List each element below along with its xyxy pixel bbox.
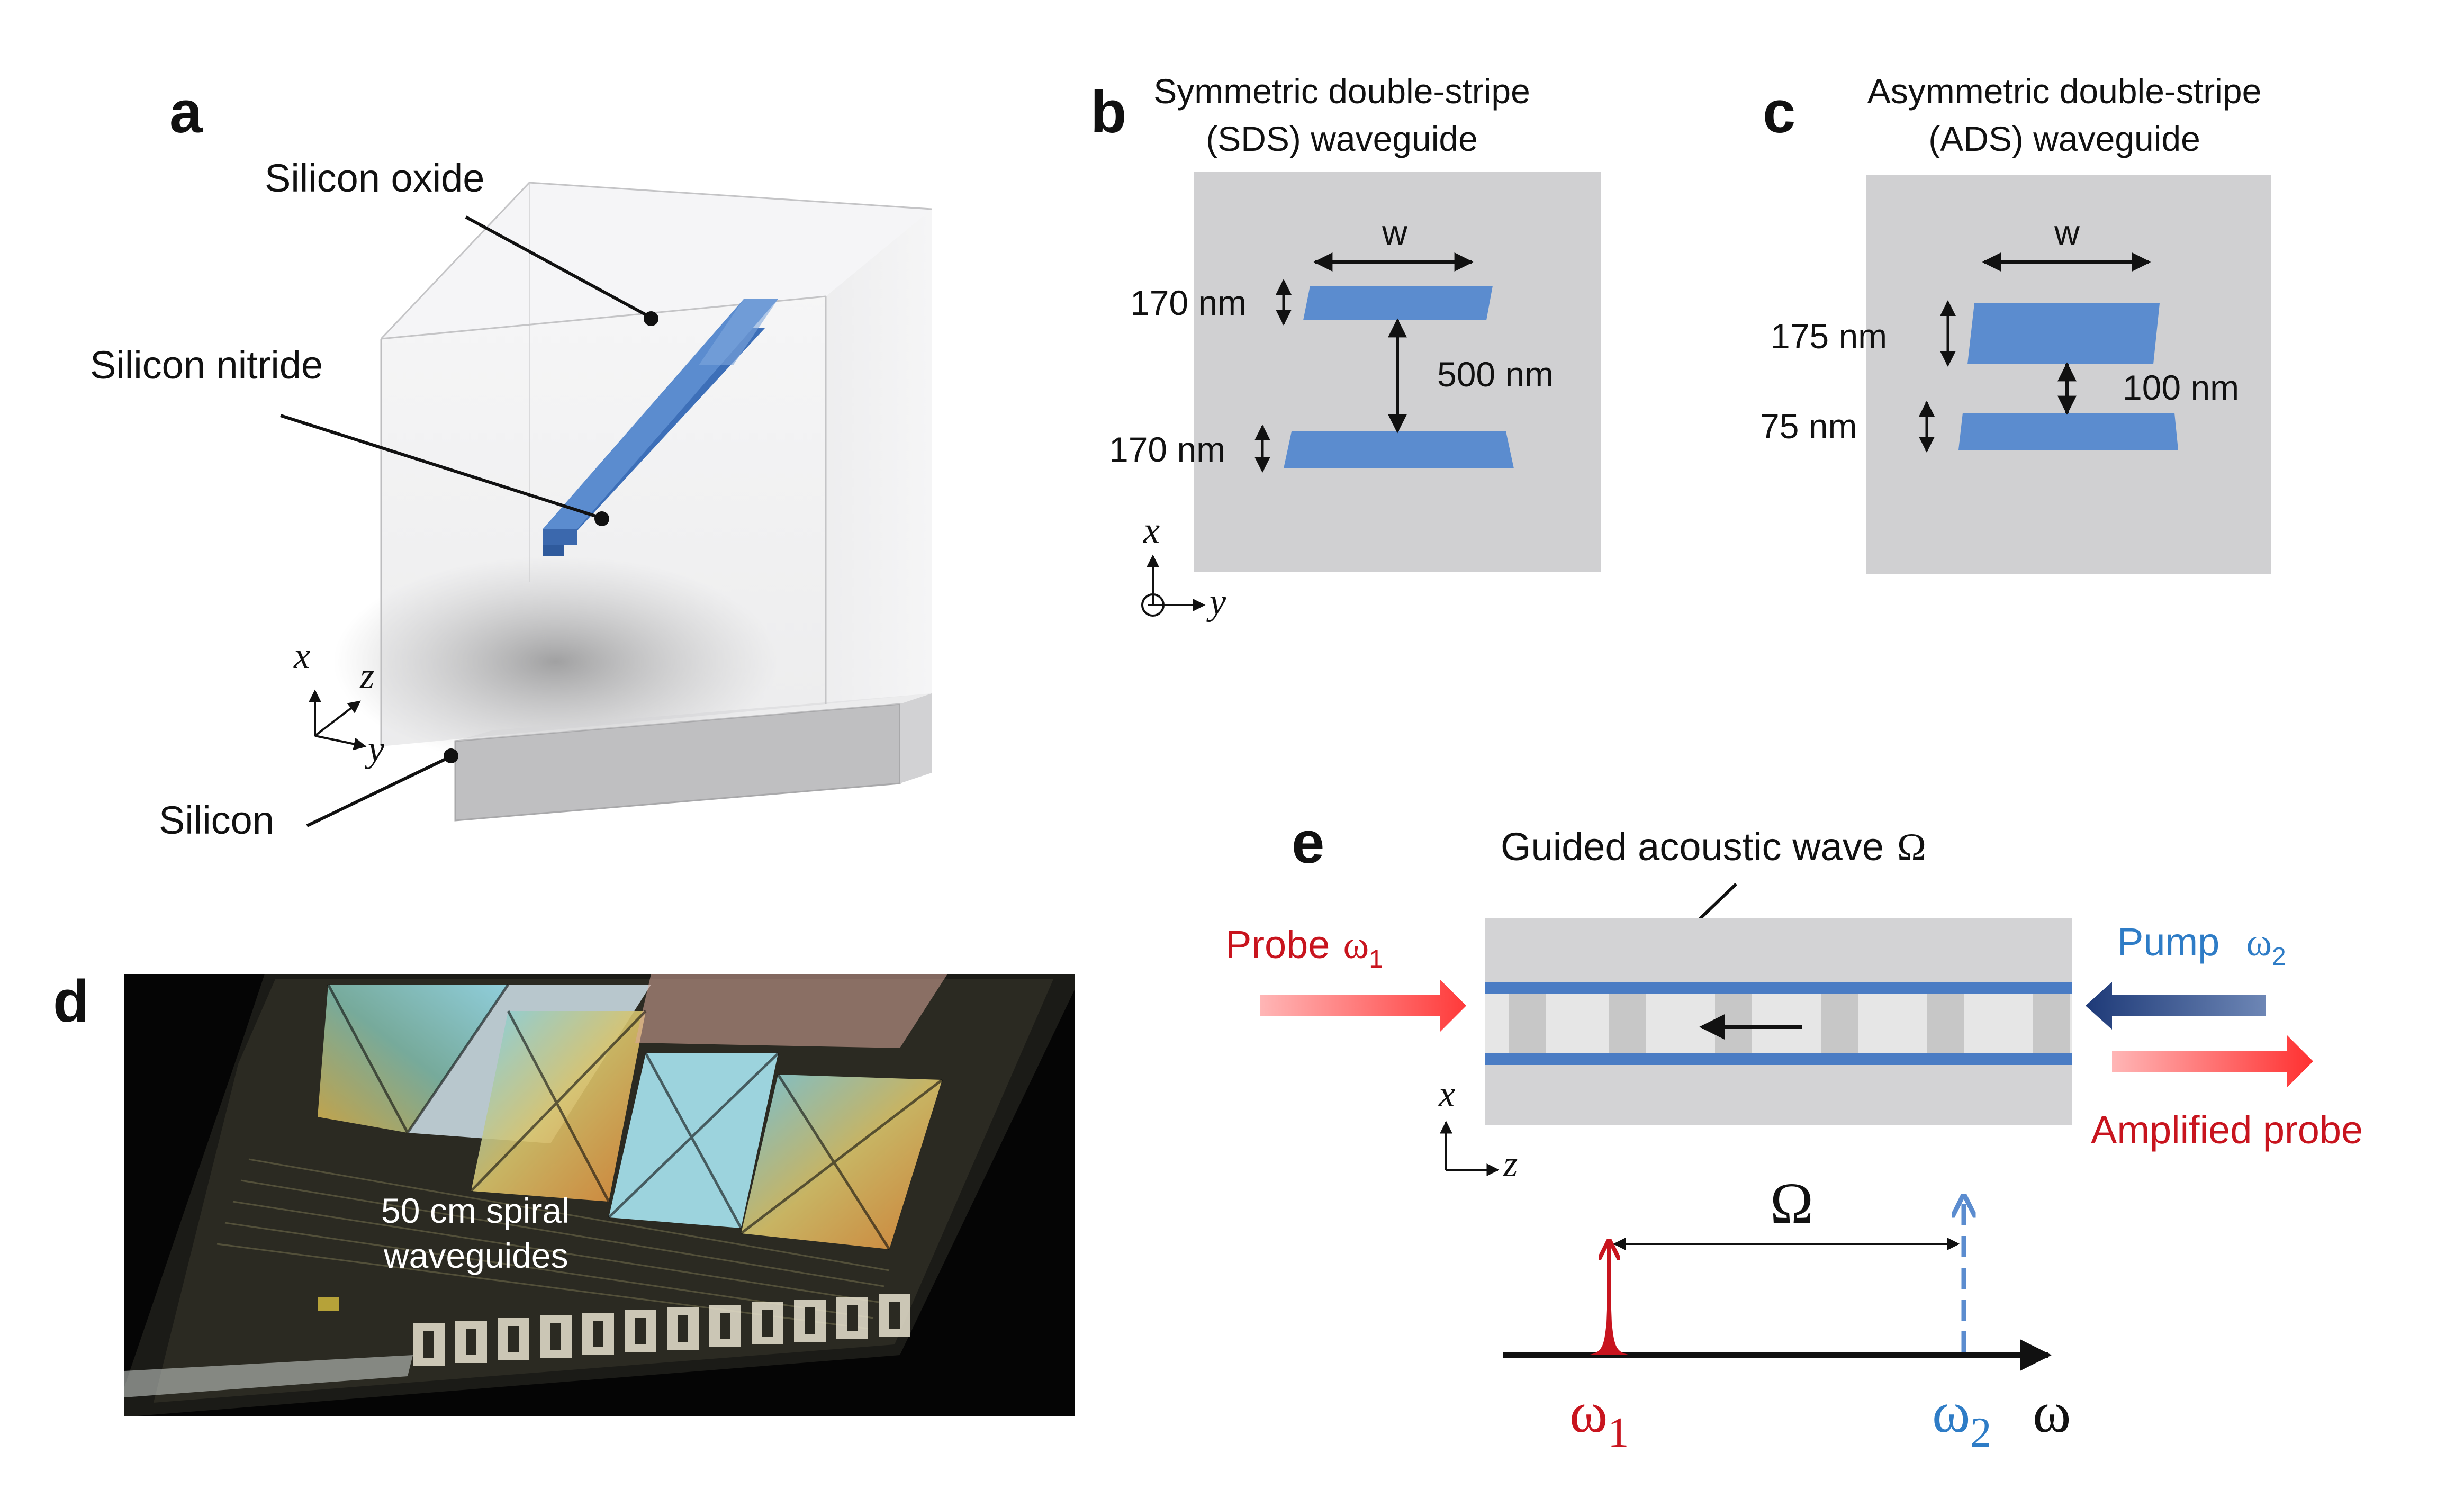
silicon-nitride-label: Silicon nitride <box>90 343 323 387</box>
silicon-nitride-dot <box>594 511 609 526</box>
chip-caption-line1: 50 cm spiral <box>381 1191 570 1230</box>
panel-d: d <box>53 968 1075 1416</box>
waveguide-top-stripe <box>1485 982 2072 994</box>
panel-a-axes: x z y <box>293 636 385 770</box>
pump-arrow <box>2086 982 2266 1030</box>
silicon-dot <box>444 748 458 763</box>
ads-top-stripe <box>1967 303 2160 364</box>
acoustic-wave-pattern <box>1509 992 2070 1056</box>
silicon-oxide-dot <box>644 311 658 326</box>
silicon-substrate <box>454 693 932 822</box>
ads-title-line1: Asymmetric double-stripe <box>1867 71 2262 111</box>
panel-a: a <box>90 79 932 842</box>
sds-axis-x-label: x <box>1143 510 1160 551</box>
waveguide-strip <box>1485 918 2072 1125</box>
panel-e-axes: x z <box>1438 1074 1518 1185</box>
silicon-oxide-leader <box>465 215 652 319</box>
panel-e-axis-z-label: z <box>1503 1144 1518 1185</box>
panel-a-label: a <box>169 79 203 145</box>
panel-e-axis-x-label: x <box>1438 1074 1455 1115</box>
silicon-oxide-box <box>380 182 932 746</box>
ads-width-label: w <box>2054 213 2080 252</box>
silicon-oxide-label: Silicon oxide <box>265 156 484 200</box>
spectrum-diagram: Ω ω1 ω2 ω <box>1503 1171 2071 1456</box>
omega1-label: ω1 <box>1569 1380 1629 1456</box>
ads-gap-label: 100 nm <box>2123 368 2239 407</box>
axis-y-label: y <box>365 729 385 770</box>
panel-e-label: e <box>1292 809 1324 876</box>
sds-gap-label: 500 nm <box>1437 355 1554 394</box>
omega2-label: ω2 <box>1932 1380 1991 1456</box>
chip-caption-line2: waveguides <box>383 1236 568 1275</box>
ads-bottom-stripe <box>1958 413 2178 450</box>
panel-b: b Symmetric double-stripe (SDS) waveguid… <box>1090 71 1601 622</box>
omega-axis-label: ω <box>2033 1380 2071 1445</box>
silicon-nitride-leader <box>280 414 601 519</box>
sds-bottom-thickness: 170 nm <box>1109 430 1225 469</box>
silicon-leader <box>306 755 451 827</box>
amplified-probe-label: Amplified probe <box>2091 1108 2363 1152</box>
ads-bottom-thickness: 75 nm <box>1760 407 1857 446</box>
panel-d-label: d <box>53 968 89 1034</box>
ads-top-thickness: 175 nm <box>1771 317 1887 356</box>
amplified-probe-arrow <box>2112 1035 2313 1088</box>
sds-top-thickness: 170 nm <box>1130 283 1247 322</box>
axis-x-label: x <box>293 636 310 676</box>
chip-photo <box>124 974 1075 1416</box>
ads-title-line2: (ADS) waveguide <box>1928 119 2200 158</box>
axis-z-label: z <box>359 656 374 697</box>
panel-b-axes: x y <box>1141 510 1226 622</box>
sds-title-line1: Symmetric double-stripe <box>1153 71 1530 111</box>
sds-axis-y-label: y <box>1206 582 1226 622</box>
silicon-label: Silicon <box>159 798 274 842</box>
sds-width-label: w <box>1382 213 1407 252</box>
sds-title-line2: (SDS) waveguide <box>1206 119 1478 158</box>
sds-top-stripe <box>1303 286 1493 320</box>
probe-arrow <box>1260 979 1466 1032</box>
waveguide-bottom-stripe <box>1485 1053 2072 1065</box>
sds-bottom-stripe <box>1284 431 1514 468</box>
panel-c-label: c <box>1763 79 1795 145</box>
silicon-nitride-stripes <box>543 299 778 556</box>
omega-gap-label: Ω <box>1770 1171 1813 1235</box>
panel-c: c Asymmetric double-stripe (ADS) wavegui… <box>1760 71 2271 574</box>
panel-b-label: b <box>1090 79 1126 145</box>
